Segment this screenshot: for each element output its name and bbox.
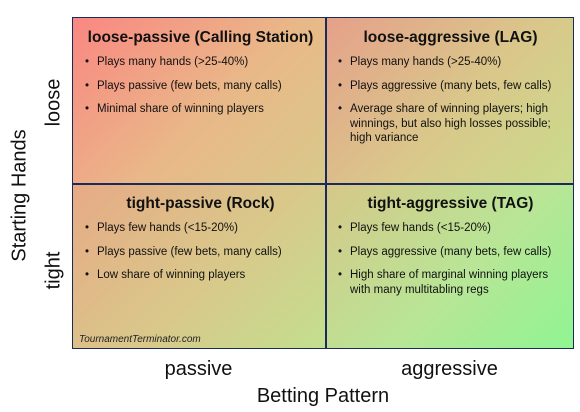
quadrant-title: loose-passive (Calling Station) [87,29,314,46]
y-axis-title: Starting Hands [5,95,35,295]
list-item: Minimal share of winning players [85,102,316,117]
row-label-loose: loose [40,72,68,132]
list-item: Plays few hands (<15-20%) [85,221,316,236]
row-label-loose-text: loose [42,78,65,126]
row-label-tight: tight [40,240,68,300]
list-item: Plays aggressive (many bets, few calls) [338,79,563,94]
y-axis-title-text: Starting Hands [8,128,31,262]
player-type-matrix: loose-passive (Calling Station) Plays ma… [72,17,574,349]
quadrant-loose-passive: loose-passive (Calling Station) Plays ma… [73,18,326,184]
quadrant-points: Plays few hands (<15-20%) Plays aggressi… [338,221,563,297]
list-item: Plays passive (few bets, many calls) [85,79,316,94]
quadrant-title: loose-aggressive (LAG) [363,29,538,46]
col-label-aggressive: aggressive [401,358,498,380]
horizontal-divider [73,183,573,185]
quadrant-tight-passive: tight-passive (Rock) Plays few hands (<1… [73,184,326,348]
quadrant-tight-aggressive: tight-aggressive (TAG) Plays few hands (… [326,184,573,348]
list-item: Plays many hands (>25-40%) [338,55,563,70]
watermark: TournamentTerminator.com [79,334,201,345]
quadrant-points: Plays many hands (>25-40%) Plays aggress… [338,55,563,146]
row-label-tight-text: tight [42,251,65,289]
list-item: High share of marginal winning players w… [338,268,563,297]
list-item: Plays many hands (>25-40%) [85,55,316,70]
quadrant-points: Plays many hands (>25-40%) Plays passive… [85,55,316,117]
col-label-passive: passive [164,358,233,380]
quadrant-title: tight-aggressive (TAG) [367,195,534,212]
list-item: Average share of winning players; high w… [338,102,563,146]
list-item: Low share of winning players [85,268,316,283]
x-axis-title: Betting Pattern [256,385,390,407]
list-item: Plays passive (few bets, many calls) [85,245,316,260]
quadrant-loose-aggressive: loose-aggressive (LAG) Plays many hands … [326,18,573,184]
list-item: Plays few hands (<15-20%) [338,221,563,236]
quadrant-points: Plays few hands (<15-20%) Plays passive … [85,221,316,283]
quadrant-title: tight-passive (Rock) [126,195,275,212]
list-item: Plays aggressive (many bets, few calls) [338,245,563,260]
